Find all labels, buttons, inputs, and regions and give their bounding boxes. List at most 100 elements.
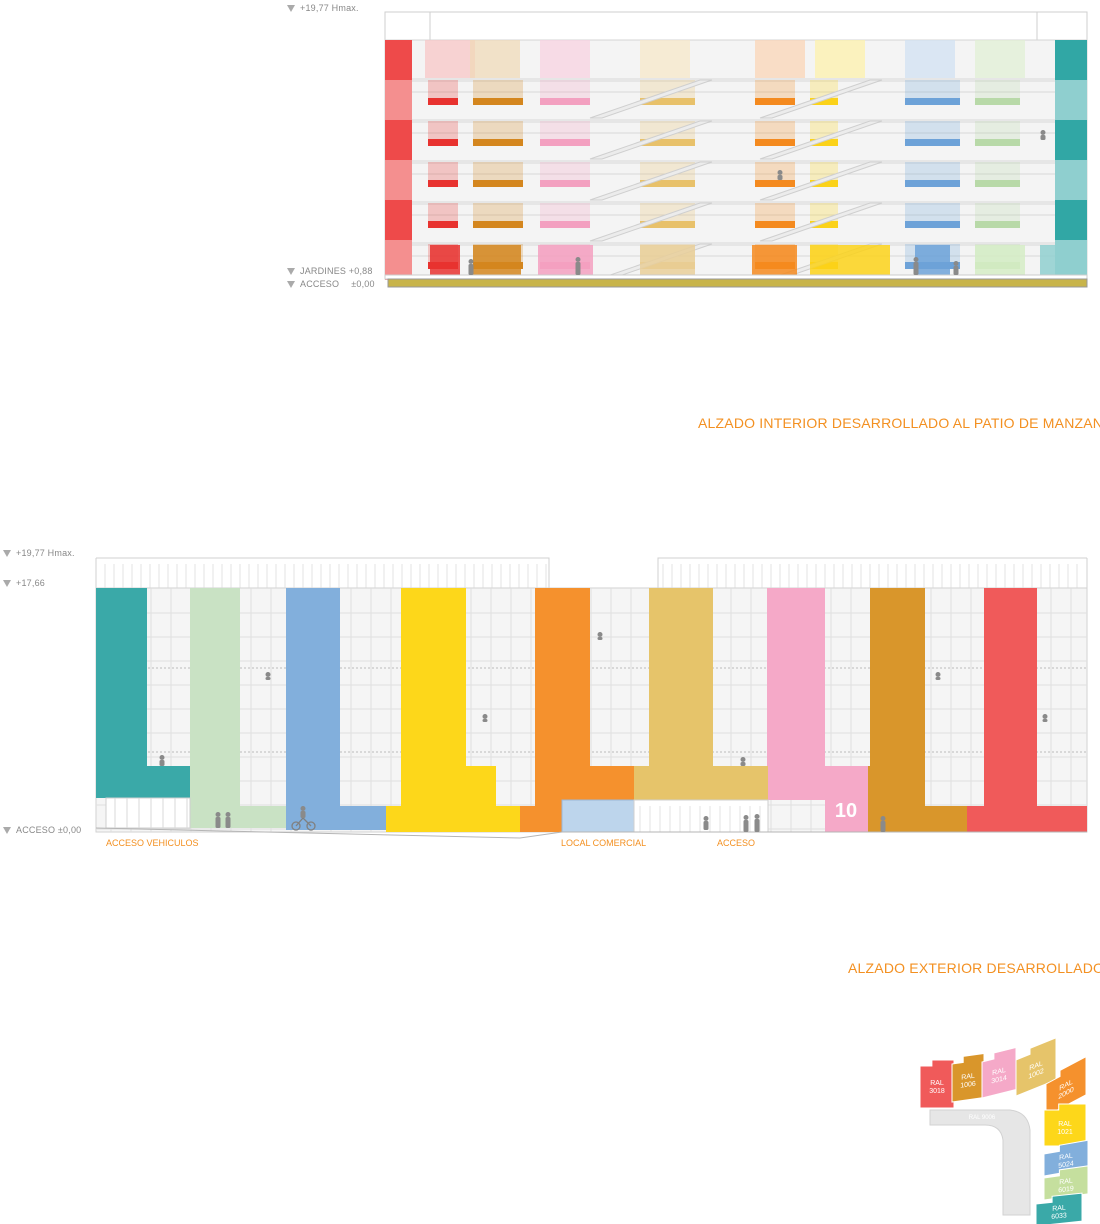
ground-colour-block — [975, 245, 1025, 275]
label-access: ACCESO — [717, 838, 756, 848]
window-colour-band — [540, 221, 590, 228]
staircase-flight — [589, 79, 713, 119]
window-colour-band — [473, 180, 523, 187]
ground-line — [95, 827, 1087, 839]
window-colour-wash — [975, 121, 1020, 139]
end-strip-teal — [1055, 120, 1087, 160]
person-silhouette — [743, 815, 749, 832]
window-colour-band — [755, 180, 795, 187]
window-colour-wash — [473, 162, 523, 180]
end-strip-teal — [1055, 200, 1087, 240]
window-colour-band — [905, 98, 960, 105]
colour-band-L — [967, 588, 1087, 832]
end-strip-red — [385, 40, 412, 80]
window-colour-wash — [640, 121, 695, 139]
person-silhouette — [482, 714, 488, 722]
ral-swatch-label: RAL — [992, 1066, 1006, 1077]
window-colour-band — [905, 180, 960, 187]
ral-swatch-label: RAL — [1058, 1121, 1072, 1128]
person-body — [703, 821, 709, 830]
end-strip-red — [385, 240, 412, 280]
person-head — [225, 812, 231, 817]
window-colour-band — [975, 221, 1020, 228]
ral-swatch-shape — [1035, 1192, 1083, 1224]
person-body — [300, 811, 306, 818]
window-colour-band — [810, 98, 838, 105]
person-silhouette — [703, 816, 709, 830]
window-colour-wash — [905, 121, 960, 139]
ground-colour-block — [810, 245, 890, 275]
colour-band-L — [286, 588, 386, 830]
end-strip-teal — [1055, 40, 1087, 80]
window-colour-band — [540, 98, 590, 105]
roof-parapet — [384, 11, 1088, 41]
person-body — [575, 262, 581, 275]
person-head — [159, 755, 165, 760]
person-silhouette — [880, 816, 886, 832]
person-head — [953, 261, 959, 266]
person-head — [468, 259, 474, 264]
window-colour-wash — [640, 162, 695, 180]
exterior-level-hmax: +19,77 Hmax. — [3, 548, 75, 558]
window-colour-band — [473, 98, 523, 105]
person-silhouette — [754, 814, 760, 832]
end-strip-teal — [1055, 80, 1087, 120]
ground-colour-block — [915, 245, 950, 275]
staircase-flight — [759, 161, 883, 201]
ral-swatch-code: 1006 — [960, 1081, 976, 1090]
window-colour-band — [540, 180, 590, 187]
window-colour-band — [540, 139, 590, 146]
person-body — [935, 677, 941, 680]
window-colour-band — [473, 139, 523, 146]
exterior-level-top: +17,66 — [3, 578, 45, 588]
ground-colour-block — [640, 245, 695, 275]
colour-band-L — [868, 588, 967, 832]
ground-colour-block — [538, 245, 593, 275]
ral-swatch-shape — [1043, 1103, 1087, 1147]
ral-base-label: RAL 9006 — [969, 1115, 996, 1121]
window-colour-wash — [428, 162, 458, 180]
person-silhouette — [225, 812, 231, 828]
person-body — [880, 821, 886, 832]
person-body — [159, 760, 165, 766]
person-head — [880, 816, 886, 821]
window-colour-band — [905, 139, 960, 146]
ral-swatch-shape — [951, 1052, 985, 1103]
person-silhouette — [740, 757, 746, 766]
window-colour-band — [905, 221, 960, 228]
person-silhouette — [913, 257, 919, 275]
exterior-elevation-title: ALZADO EXTERIOR DESARROLLADO — [848, 960, 1100, 976]
person-head — [703, 816, 709, 821]
window-colour-wash — [540, 162, 590, 180]
window-colour-band — [640, 98, 695, 105]
person-head — [215, 812, 221, 817]
window-colour-band — [428, 98, 458, 105]
person-body — [482, 719, 488, 722]
ral-swatch-label: RAL — [961, 1073, 975, 1082]
window-colour-wash — [640, 203, 695, 221]
ral-swatch-shape — [1043, 1165, 1089, 1201]
person-silhouette — [265, 672, 271, 680]
ral-swatch-shape — [981, 1046, 1017, 1099]
person-body — [1040, 135, 1046, 140]
interior-elevation-title: ALZADO INTERIOR DESARROLLADO AL PATIO DE… — [698, 415, 1100, 431]
colour-band-L — [386, 588, 520, 832]
person-body — [754, 819, 760, 832]
label-commercial-unit: LOCAL COMERCIAL — [561, 838, 647, 848]
ral-swatch-label: RAL — [1052, 1204, 1066, 1212]
colour-band-L — [767, 588, 868, 832]
staircase-flight — [759, 79, 883, 119]
staircase-flight — [589, 161, 713, 201]
window-colour-wash — [905, 80, 960, 98]
window-colour-band — [810, 180, 838, 187]
person-silhouette — [575, 257, 581, 275]
interior-level-gardens: JARDINES +0,88 — [287, 266, 373, 276]
window-colour-band — [755, 98, 795, 105]
window-colour-wash — [975, 203, 1020, 221]
person-head — [935, 672, 941, 677]
window-colour-wash — [473, 80, 523, 98]
person-head — [777, 170, 783, 175]
